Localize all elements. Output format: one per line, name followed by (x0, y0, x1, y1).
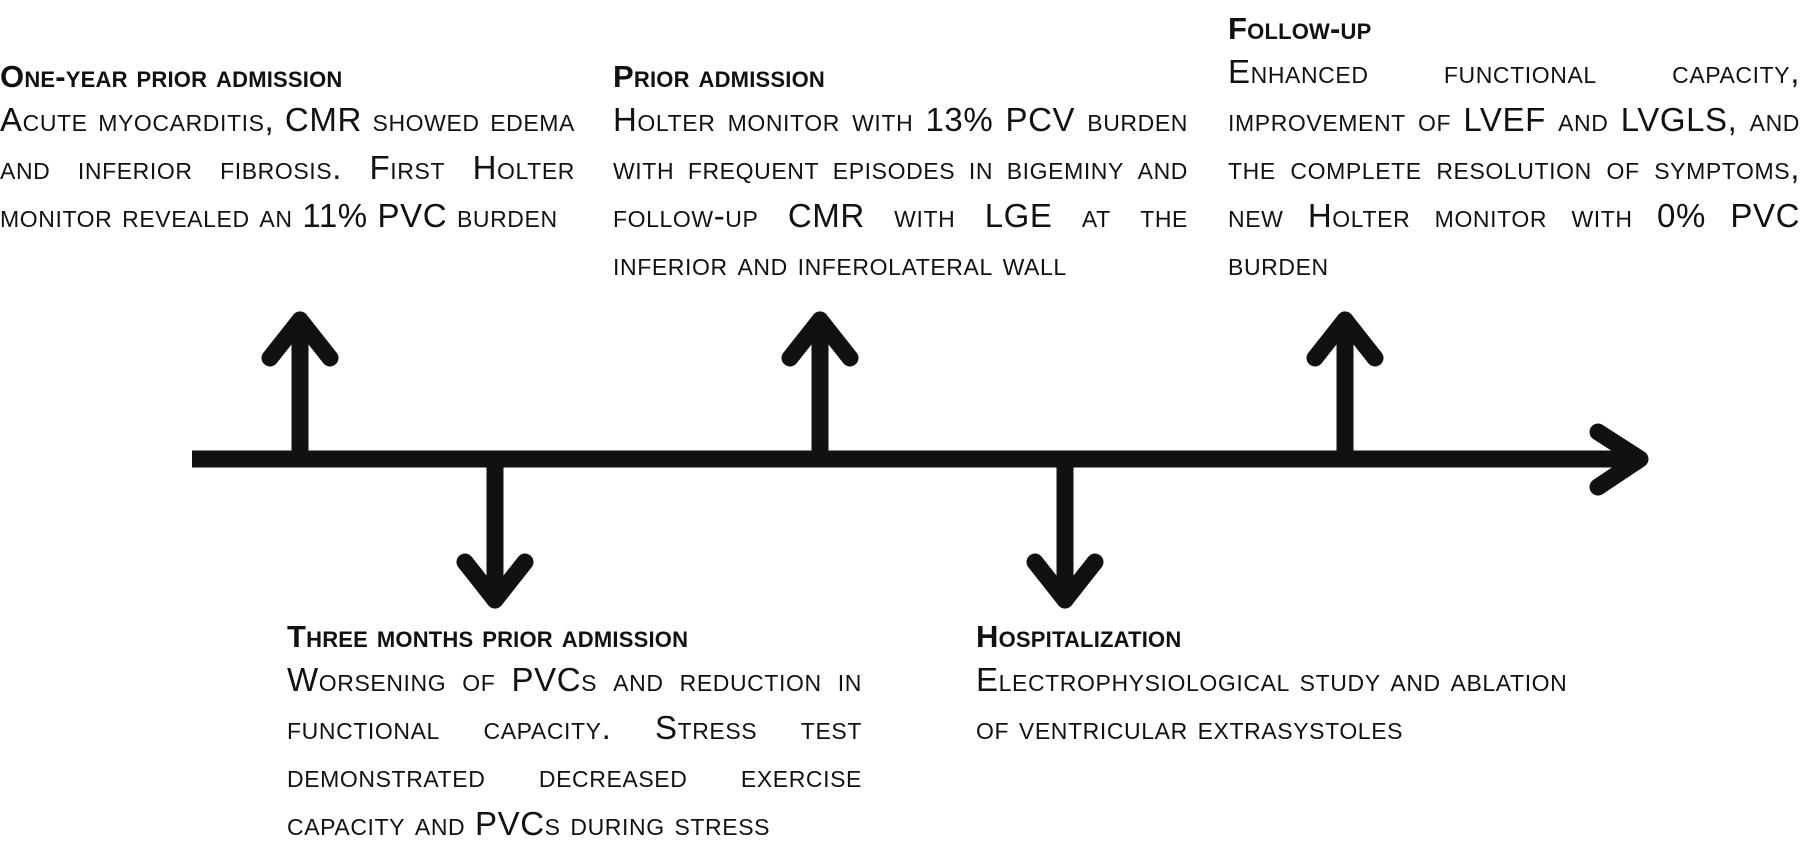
event-description: Enhanced functional capacity, improvemen… (1228, 53, 1800, 282)
event-title: Prior admission (613, 59, 825, 94)
arrow-up-follow-up (1306, 311, 1384, 464)
event-description: Worsening of PVCs and reduction in funct… (287, 661, 862, 842)
event-follow-up: Follow-up Enhanced functional capacity, … (1228, 10, 1800, 288)
arrow-up-one-year (261, 311, 339, 464)
arrow-up-prior-admission (781, 311, 859, 464)
timeline-arrowhead (1589, 423, 1649, 496)
event-description: Electrophysiological study and ablation … (976, 661, 1568, 746)
event-three-months-prior-admission: Three months prior admission Worsening o… (287, 618, 862, 848)
arrow-down-three-months (456, 454, 534, 609)
event-title: Three months prior admission (287, 619, 689, 654)
event-one-year-prior-admission: One-year prior admission Acute myocardit… (0, 58, 575, 240)
arrow-down-hospitalization (1026, 454, 1104, 609)
event-description: Acute myocarditis, CMR showed edema and … (0, 101, 575, 234)
event-title: Follow-up (1228, 11, 1372, 46)
event-title: Hospitalization (976, 619, 1182, 654)
event-title: One-year prior admission (0, 59, 343, 94)
event-description: Holter monitor with 13% PCV burden with … (613, 101, 1188, 282)
event-hospitalization: Hospitalization Electrophysiological stu… (976, 618, 1576, 752)
event-prior-admission: Prior admission Holter monitor with 13% … (613, 58, 1188, 288)
